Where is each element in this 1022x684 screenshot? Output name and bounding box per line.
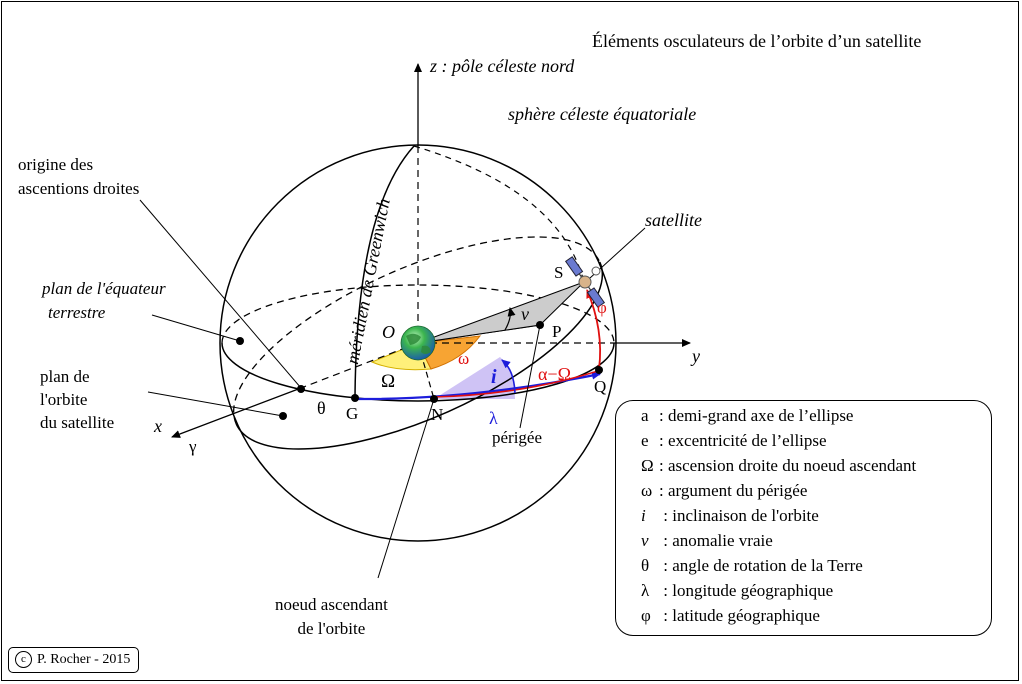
origin-ascensions-label: origine des ascentions droites [18,155,140,198]
lambda-label: λ [489,408,498,428]
equator-front [221,342,615,402]
legend-row: Ω: ascension droite du noeud ascendant [641,456,917,475]
y-axis-label: y [692,346,700,366]
point-P [536,321,544,329]
origin-label: O [382,322,395,342]
x-axis-label: x [154,416,162,436]
true-anomaly-arc [504,307,516,331]
copyright-text: P. Rocher - 2015 [37,652,131,667]
greenwich-meridian [354,145,415,400]
ascending-node-label: noeud ascendant de l'orbite [275,595,388,638]
inclination-label: i [491,366,497,388]
true-anomaly-label: v [521,304,529,324]
z-axis-label: z : pôle céleste nord [430,56,575,76]
legend-row: θ : angle de rotation de la Terre [641,556,863,575]
point-G [351,394,359,402]
pointer-equator-plane [151,314,241,342]
point-equator-plane [236,337,244,345]
point-Q [595,366,603,374]
satellite-label: satellite [645,210,702,230]
copyright-icon: c [15,651,32,668]
N-label: N [431,405,444,424]
satellite-antenna [591,266,601,276]
S-label: S [554,263,564,282]
Omega-label: Ω [381,371,396,392]
legend-row: λ : longitude géographique [641,581,834,600]
Q-label: Q [594,377,607,396]
alpha-minus-Omega-arc [433,370,599,398]
point-orbit-plane [279,412,287,420]
pointer-origin-asc [139,199,302,389]
perigee-label: périgée [492,428,543,447]
legend-row: a: demi-grand axe de l’ellipse [641,406,854,425]
gamma-label: γ [189,437,197,456]
satellite-icon [564,256,606,308]
latitude-arc-red [586,289,602,370]
x-axis-dashed [300,342,419,389]
legend-row: v : anomalie vraie [641,531,773,550]
true-anomaly-wedge [417,281,585,344]
P-label: P [552,322,562,341]
equator-plane-label: plan de l'équateur terrestre [42,279,166,322]
theta-label: θ [317,398,326,418]
pointer-orbit-plane [147,391,284,417]
legend-row: e: excentricité de l’ellipse [641,431,827,450]
earth-icon [400,325,436,361]
pointer-ascending-node [377,398,435,579]
equator-back-dashed [221,284,615,344]
pointer-perigee [519,324,541,429]
omega-label: ω [458,349,470,368]
phi-label: φ [597,298,607,317]
x-axis [171,387,302,438]
legend-row: φ : latitude géographique [641,606,820,625]
diagram-title: Éléments osculateurs de l’orbite d’un sa… [592,31,922,51]
legend-box: a: demi-grand axe de l’ellipse e: excent… [615,400,992,636]
sphere-label: sphère céleste équatoriale [508,104,697,124]
alpha-minus-Omega-label: α−Ω [538,364,571,384]
copyright-badge: c P. Rocher - 2015 [8,647,140,673]
legend-row: ω: argument du périgée [641,481,808,500]
orbit-circle-front [235,261,604,450]
meridian-satellite-dashed [413,145,585,283]
orbit-plane-label: plan de l'orbite du satellite [40,367,115,432]
inclination-arc [501,359,516,394]
legend-row: i : inclinaison de l'orbite [641,506,819,525]
G-label: G [346,404,359,423]
point-N [430,395,438,403]
point-gamma [297,385,305,393]
